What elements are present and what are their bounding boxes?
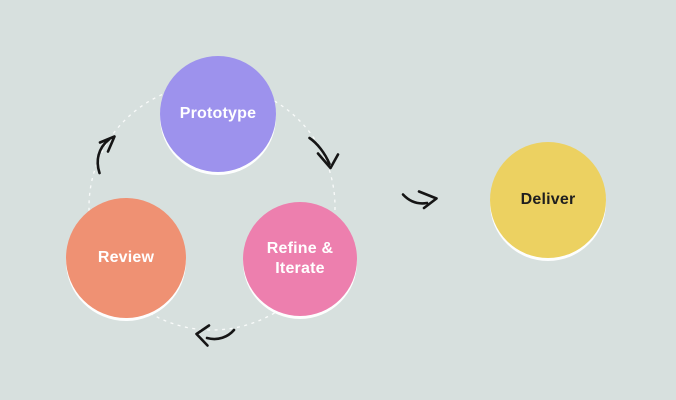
arrow-review-to-prototype-icon [96, 135, 116, 175]
arrow-cycle-to-deliver-icon [401, 190, 438, 210]
node-deliver: Deliver [490, 142, 606, 258]
node-deliver-label: Deliver [520, 190, 576, 208]
node-review-label: Review [97, 248, 155, 266]
arrow-prototype-to-refine-icon [308, 136, 340, 170]
node-review: Review [66, 198, 186, 318]
node-refine-iterate: Refine & Iterate [243, 202, 357, 316]
node-prototype-label: Prototype [179, 104, 257, 122]
arrow-refine-to-review-icon [195, 324, 236, 347]
node-prototype: Prototype [160, 56, 276, 172]
node-refine-iterate-label: Refine & Iterate [266, 239, 334, 277]
